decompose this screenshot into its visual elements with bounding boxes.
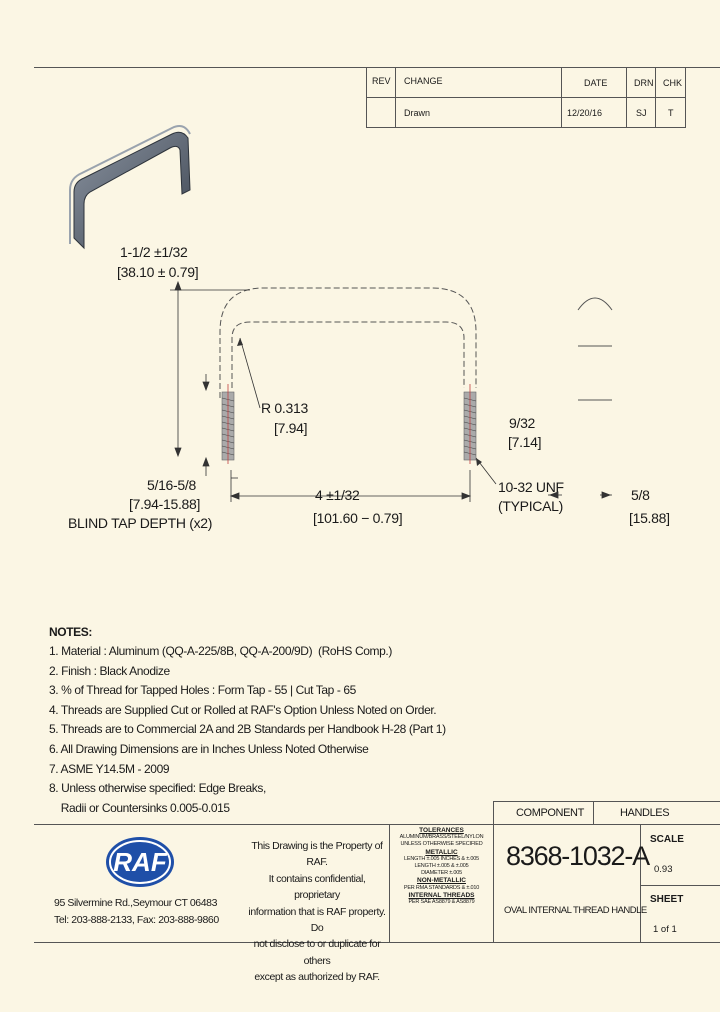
component-label: COMPONENT: [516, 807, 584, 819]
tap-depth-label: BLIND TAP DEPTH (x2): [68, 515, 213, 531]
thread-dia-dimension: 9/32: [509, 415, 536, 431]
center-dimension-mm: [101.60 − 0.79]: [313, 510, 403, 526]
property-line: This Drawing is the Property of RAF.: [251, 840, 383, 869]
property-line: information that is RAF property. Do: [248, 905, 386, 935]
tap-depth-dimension-mm: [7.94-15.88]: [129, 496, 201, 512]
note-item: 5. Threads are to Commercial 2A and 2B S…: [49, 722, 446, 737]
scale-value: 0.93: [654, 864, 673, 875]
address-line-1: 95 Silvermine Rd.,Seymour CT 06483: [54, 897, 218, 909]
date-header: DATE: [584, 78, 608, 88]
nonmetallic-title: NON-METALLIC: [417, 877, 466, 885]
top-border: [34, 67, 720, 68]
property-line: It contains confidential, proprietary: [268, 872, 366, 902]
height-dimension-mm: [38.10 ± 0.79]: [117, 264, 199, 280]
height-dimension: 1-1/2 ±1/32: [120, 244, 188, 260]
notes-title: NOTES:: [49, 625, 92, 639]
note-item: 3. % of Thread for Tapped Holes : Form T…: [49, 683, 356, 698]
tap-depth-dimension: 5/16-5/8: [147, 477, 196, 493]
scale-label: SCALE: [650, 834, 684, 845]
tolerances-block: TOLERANCES ALUMINUM/BRASS/STEEL/NYLON UN…: [390, 827, 493, 906]
radius-dimension-mm: [7.94]: [274, 420, 308, 436]
thread-callout-note: (TYPICAL): [498, 498, 563, 514]
property-line: not disclose to or duplicate for others: [253, 938, 381, 967]
internal-threads-title: INTERNAL THREADS: [408, 891, 475, 899]
address-line-2: Tel: 203-888-2133, Fax: 203-888-9860: [54, 914, 219, 926]
part-description: OVAL INTERNAL THREAD HANDLE: [504, 905, 647, 916]
note-item: 8. Unless otherwise specified: Edge Brea…: [49, 781, 266, 796]
chk-header: CHK: [663, 78, 683, 88]
note-item: 6. All Drawing Dimensions are in Inches …: [49, 741, 369, 756]
revision-table: REV CHANGE DATE DRN CHK Drawn 12/20/16 S…: [366, 67, 686, 128]
note-item: 2. Finish : Black Anodize: [49, 663, 170, 678]
chk-cell: T: [668, 108, 674, 118]
radius-dimension: R 0.313: [261, 400, 308, 416]
width-dimension-mm: [15.88]: [629, 510, 670, 526]
thread-callout: 10-32 UNF: [498, 479, 564, 495]
note-item: Radii or Countersinks 0.005-0.015: [49, 800, 230, 815]
handle-front-view: [219, 287, 497, 485]
drn-cell: SJ: [636, 108, 647, 118]
note-item: 4. Threads are Supplied Cut or Rolled at…: [49, 702, 437, 717]
width-dimension: 5/8: [631, 487, 650, 503]
note-item: 1. Material : Aluminum (QQ-A-225/8B, QQ-…: [49, 644, 392, 658]
note-item: 7. ASME Y14.5M - 2009: [49, 761, 170, 776]
change-cell: Drawn: [404, 108, 431, 118]
center-dimension: 4 ±1/32: [315, 487, 360, 503]
raf-logo: RAF: [106, 837, 174, 887]
sheet-label: SHEET: [650, 894, 684, 905]
handle-3d-render: [69, 125, 191, 250]
date-cell: 12/20/16: [567, 108, 603, 118]
thread-dia-dimension-mm: [7.14]: [508, 434, 542, 450]
metallic-title: METALLIC: [425, 848, 458, 856]
sheet-value: 1 of 1: [653, 924, 677, 935]
property-statement: This Drawing is the Property of RAF. It …: [246, 838, 388, 986]
handle-side-view: [577, 297, 613, 401]
dimension-lines: [170, 280, 612, 502]
change-header: CHANGE: [404, 76, 443, 86]
property-line: except as authorized by RAF.: [254, 971, 380, 984]
part-number: 8368-1032-A: [506, 841, 650, 871]
notes-section: NOTES: 1. Material : Aluminum (QQ-A-225/…: [49, 622, 469, 818]
title-block: RAF 95 Silvermine Rd.,Seymour CT 06483 T…: [34, 801, 720, 983]
component-value: HANDLES: [620, 807, 670, 819]
drn-header: DRN: [634, 78, 654, 88]
tolerances-title: TOLERANCES: [419, 827, 464, 834]
svg-text:RAF: RAF: [113, 847, 168, 877]
rev-header: REV: [372, 76, 391, 86]
